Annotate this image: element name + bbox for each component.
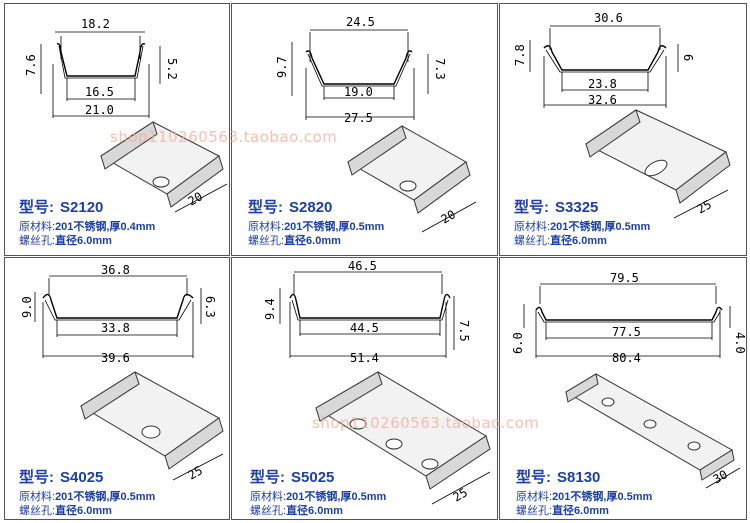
dim-overall: 27.5 [344,111,373,125]
dim-length: 20 [186,189,206,208]
dim-top: 18.2 [81,17,110,31]
dim-bottom: 19.0 [344,85,373,99]
dim-overall: 39.6 [101,351,130,365]
screw-hole-spec: 螺丝孔:直径6.0mm [514,235,607,247]
cross-section-drawing: 46.5 44.5 51.4 9.4 7.5 25 [263,259,491,505]
watermark: shop110260563.taobao.com [312,414,540,432]
dim-bottom: 77.5 [612,325,641,339]
screw-hole-spec: 螺丝孔:直径6.0mm [19,235,112,247]
product-card: 79.5 77.5 80.4 6.0 4.0 30 型号:S8130 原材料:2… [499,257,747,520]
cross-section-drawing: 36.8 33.8 39.6 9.0 6.3 25 [20,263,224,483]
dim-height-right: 6.3 [203,296,217,318]
dim-length: 25 [186,463,206,482]
model-code: S4025 [60,469,104,486]
watermark: shop110260563.taobao.com [110,128,338,146]
dim-top: 79.5 [610,271,639,285]
model-code: S2120 [60,199,104,216]
material-spec: 原材料:201不锈钢,厚0.4mm [19,221,156,233]
dim-height-right: 4.0 [733,332,747,354]
dim-length: 25 [695,197,715,216]
dim-height-left: 7.8 [513,44,527,66]
dim-height-right: 6 [681,54,695,61]
model-code: S3325 [555,199,599,216]
dim-overall: 51.4 [350,351,379,365]
screw-hole-spec: 螺丝孔:直径6.0mm [248,235,341,247]
model-code: S2820 [289,199,333,216]
model-label: 型号:S8130 [516,469,601,486]
cross-section-drawing: 18.2 16.5 21.0 7.6 5.2 20 [24,17,228,213]
screw-hole-spec: 螺丝孔:直径6.0mm [250,505,343,517]
dim-height-right: 7.3 [433,58,447,80]
model-code: S8130 [557,469,601,486]
cross-section-drawing: 79.5 77.5 80.4 6.0 4.0 30 [511,271,747,489]
dim-height-left: 7.6 [24,54,38,76]
product-card: 18.2 16.5 21.0 7.6 5.2 20 型号:S2120 原材料:2… [4,3,230,256]
dim-top: 24.5 [346,15,375,29]
dim-height-left: 6.0 [511,332,525,354]
model-label: 型号:S4025 [19,469,104,486]
product-card: 46.5 44.5 51.4 9.4 7.5 25 型号:S5025 原材料:2… [231,257,498,520]
product-card: 30.6 23.8 32.6 7.8 6 25 型号:S3325 原材料:201… [499,3,747,256]
product-card: 24.5 19.0 27.5 9.7 7.3 20 型号:S2820 原材料:2… [231,3,498,256]
dim-bottom: 16.5 [85,85,114,99]
dim-bottom: 33.8 [101,321,130,335]
material-spec: 原材料:201不锈钢,厚0.5mm [514,221,651,233]
material-spec: 原材料:201不锈钢,厚0.5mm [19,491,156,503]
model-code: S5025 [291,469,335,486]
material-spec: 原材料:201不锈钢,厚0.5mm [248,221,385,233]
dim-top: 30.6 [594,11,623,25]
dim-bottom: 44.5 [350,321,379,335]
dim-overall: 32.6 [588,93,617,107]
model-label: 型号:S2120 [19,199,104,216]
screw-hole-spec: 螺丝孔:直径6.0mm [19,505,112,517]
model-label: 型号:S2820 [248,199,333,216]
dim-height-left: 9.0 [20,296,34,318]
dim-length: 20 [439,207,459,226]
material-spec: 原材料:201不锈钢,厚0.5mm [250,491,387,503]
dim-top: 36.8 [101,263,130,277]
model-label: 型号:S3325 [514,199,599,216]
dim-height-left: 9.4 [263,298,277,320]
dim-overall: 21.0 [85,103,114,117]
dim-bottom: 23.8 [588,77,617,91]
dim-length: 30 [711,467,731,486]
dim-top: 46.5 [348,259,377,273]
model-label: 型号:S5025 [250,469,335,486]
material-spec: 原材料:201不锈钢,厚0.5mm [516,491,653,503]
dim-length: 25 [451,485,471,504]
cross-section-drawing: 24.5 19.0 27.5 9.7 7.3 20 [275,15,477,233]
dim-height-left: 9.7 [275,56,289,78]
product-card: 36.8 33.8 39.6 9.0 6.3 25 型号:S4025 原材料:2… [4,257,230,520]
dim-height-right: 5.2 [165,58,179,80]
cross-section-drawing: 30.6 23.8 32.6 7.8 6 25 [513,11,731,219]
dim-height-right: 7.5 [457,320,471,342]
screw-hole-spec: 螺丝孔:直径6.0mm [516,505,609,517]
dim-overall: 80.4 [612,351,641,365]
